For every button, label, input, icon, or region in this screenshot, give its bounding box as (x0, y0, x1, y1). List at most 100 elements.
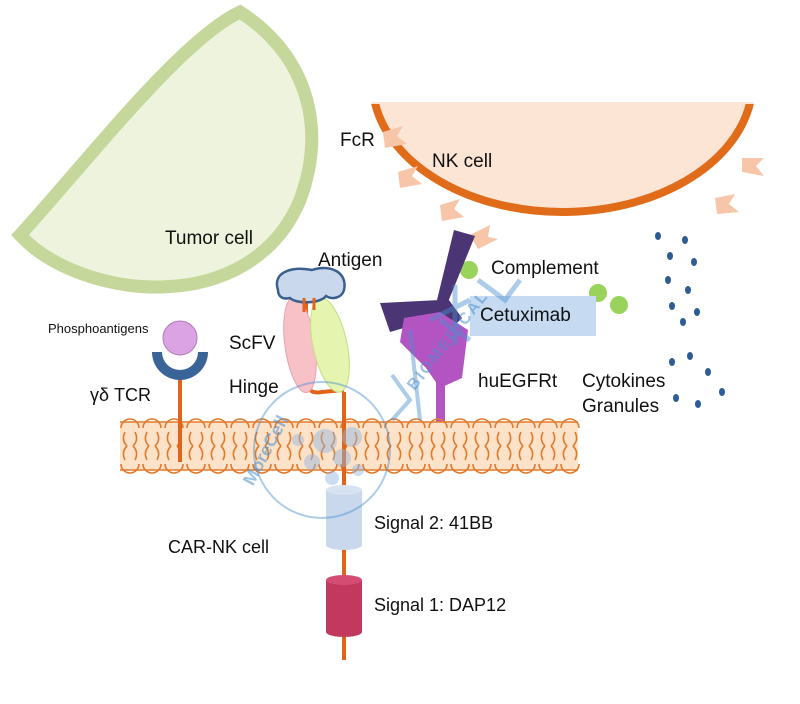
lipid-tail (276, 445, 292, 461)
lipid-head (450, 418, 470, 429)
lipid-head (164, 418, 184, 429)
lipid-tail (452, 445, 468, 461)
lipid-tail (320, 445, 336, 461)
lipid-tail (364, 431, 380, 447)
lipid-tail (188, 431, 204, 447)
lipid-head (318, 418, 338, 429)
antigen-connector (302, 298, 316, 312)
lipid-tail (518, 431, 534, 447)
lipid-head (538, 418, 558, 429)
lipid-head (362, 463, 382, 474)
granules-label: Granules (582, 396, 660, 417)
cetuximab-antibody (380, 230, 475, 344)
lipid-tail (144, 445, 160, 461)
lipid-tail (496, 445, 512, 461)
lipid-head (274, 418, 294, 429)
lipid-tail (254, 431, 270, 447)
lipid-head (252, 463, 272, 474)
signal2-domain-top (326, 485, 362, 495)
lipid-head (142, 463, 162, 474)
lipid-head (340, 418, 360, 429)
lipid-tail (386, 431, 402, 447)
lipid-tail (122, 445, 138, 461)
fcr-receptor (398, 166, 422, 188)
lipid-tail (430, 431, 446, 447)
lipid-tail (518, 445, 534, 461)
lipid-head (538, 463, 558, 474)
lipid-tail (474, 445, 490, 461)
huegfrt-stem (436, 350, 445, 465)
lipid-head (186, 418, 206, 429)
nk-cell (375, 103, 750, 212)
lipid-head (296, 463, 316, 474)
car-nk-cell-label: CAR-NK cell (168, 537, 270, 557)
complement-circle (610, 296, 628, 314)
lipid-head (230, 463, 250, 474)
lipid-head (318, 463, 338, 474)
lipid-head (384, 418, 404, 429)
lipid-head (494, 418, 514, 429)
fcr-receptors (383, 126, 764, 249)
lipid-tail (540, 431, 556, 447)
nk-cell-membrane (371, 102, 754, 216)
complement-label: Complement (491, 258, 599, 279)
cytokines-label: Cytokines (582, 371, 666, 392)
lipid-head (406, 463, 426, 474)
fcr-receptor (383, 126, 407, 148)
lipid-tail (298, 445, 314, 461)
lipid-tail (562, 431, 578, 447)
lipid-head (450, 463, 470, 474)
fcr-receptor (440, 199, 464, 221)
lipid-tail (210, 445, 226, 461)
lipid-tail (408, 431, 424, 447)
lipid-head (120, 463, 140, 474)
lipid-tail (232, 431, 248, 447)
lipid-tail (364, 445, 380, 461)
lipid-head (560, 463, 580, 474)
signal2-domain (326, 490, 362, 545)
lipid-tail (298, 431, 314, 447)
cytokine-granules (655, 232, 725, 408)
lipid-tail (496, 431, 512, 447)
signal1-domain-top (326, 575, 362, 585)
cetuximab-box (470, 296, 596, 336)
lipid-tail (122, 431, 138, 447)
antigen-label: Antigen (318, 250, 383, 271)
gd-tcr-label: γδ TCR (90, 385, 152, 405)
lipid-head (472, 418, 492, 429)
lipid-head (230, 418, 250, 429)
fcr-receptor (715, 194, 739, 214)
signal1-label: Signal 1: DAP12 (374, 595, 507, 615)
lipid-tail (188, 445, 204, 461)
lipid-head (208, 418, 228, 429)
huegfrt (400, 312, 468, 388)
lipid-tail (386, 445, 402, 461)
lipid-head (428, 463, 448, 474)
lipid-tail (562, 445, 578, 461)
fcr-label: FcR (340, 130, 375, 151)
lipid-tail (210, 431, 226, 447)
lipid-tail (430, 445, 446, 461)
watermark-logo (253, 277, 522, 519)
lipid-head (494, 463, 514, 474)
lipid-head (142, 418, 162, 429)
lipid-head (186, 463, 206, 474)
lipid-tail (408, 445, 424, 461)
lipid-head (472, 463, 492, 474)
lipid-head (296, 418, 316, 429)
lipid-tail (320, 431, 336, 447)
phosphoantigen (162, 320, 198, 356)
tumor-cell-label: Tumor cell (165, 228, 253, 249)
phosphoantigens-label: Phosphoantigens (48, 321, 149, 336)
lipid-tail (144, 431, 160, 447)
lipid-head (362, 418, 382, 429)
gd-tcr (152, 352, 208, 380)
lipid-tail (452, 431, 468, 447)
hinge-label: Hinge (229, 377, 279, 398)
lipid-head (384, 463, 404, 474)
signal1-domain (326, 580, 362, 632)
lipid-head (428, 418, 448, 429)
antigen (275, 266, 346, 304)
lipid-tail (474, 431, 490, 447)
